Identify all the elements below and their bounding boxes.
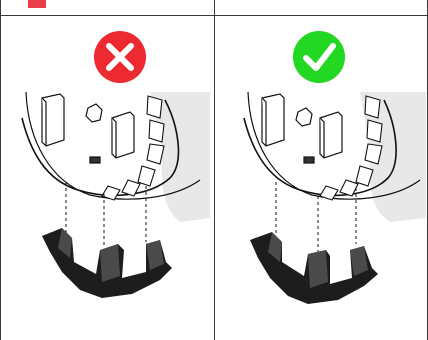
x-icon [94, 31, 146, 83]
clip-part [250, 232, 378, 304]
clip-part [42, 228, 172, 298]
internal-posts [42, 94, 134, 163]
panel-correct [244, 31, 426, 304]
internal-posts [262, 94, 342, 163]
check-icon [293, 31, 345, 83]
top-tag [28, 0, 46, 8]
panel-incorrect [22, 31, 210, 298]
